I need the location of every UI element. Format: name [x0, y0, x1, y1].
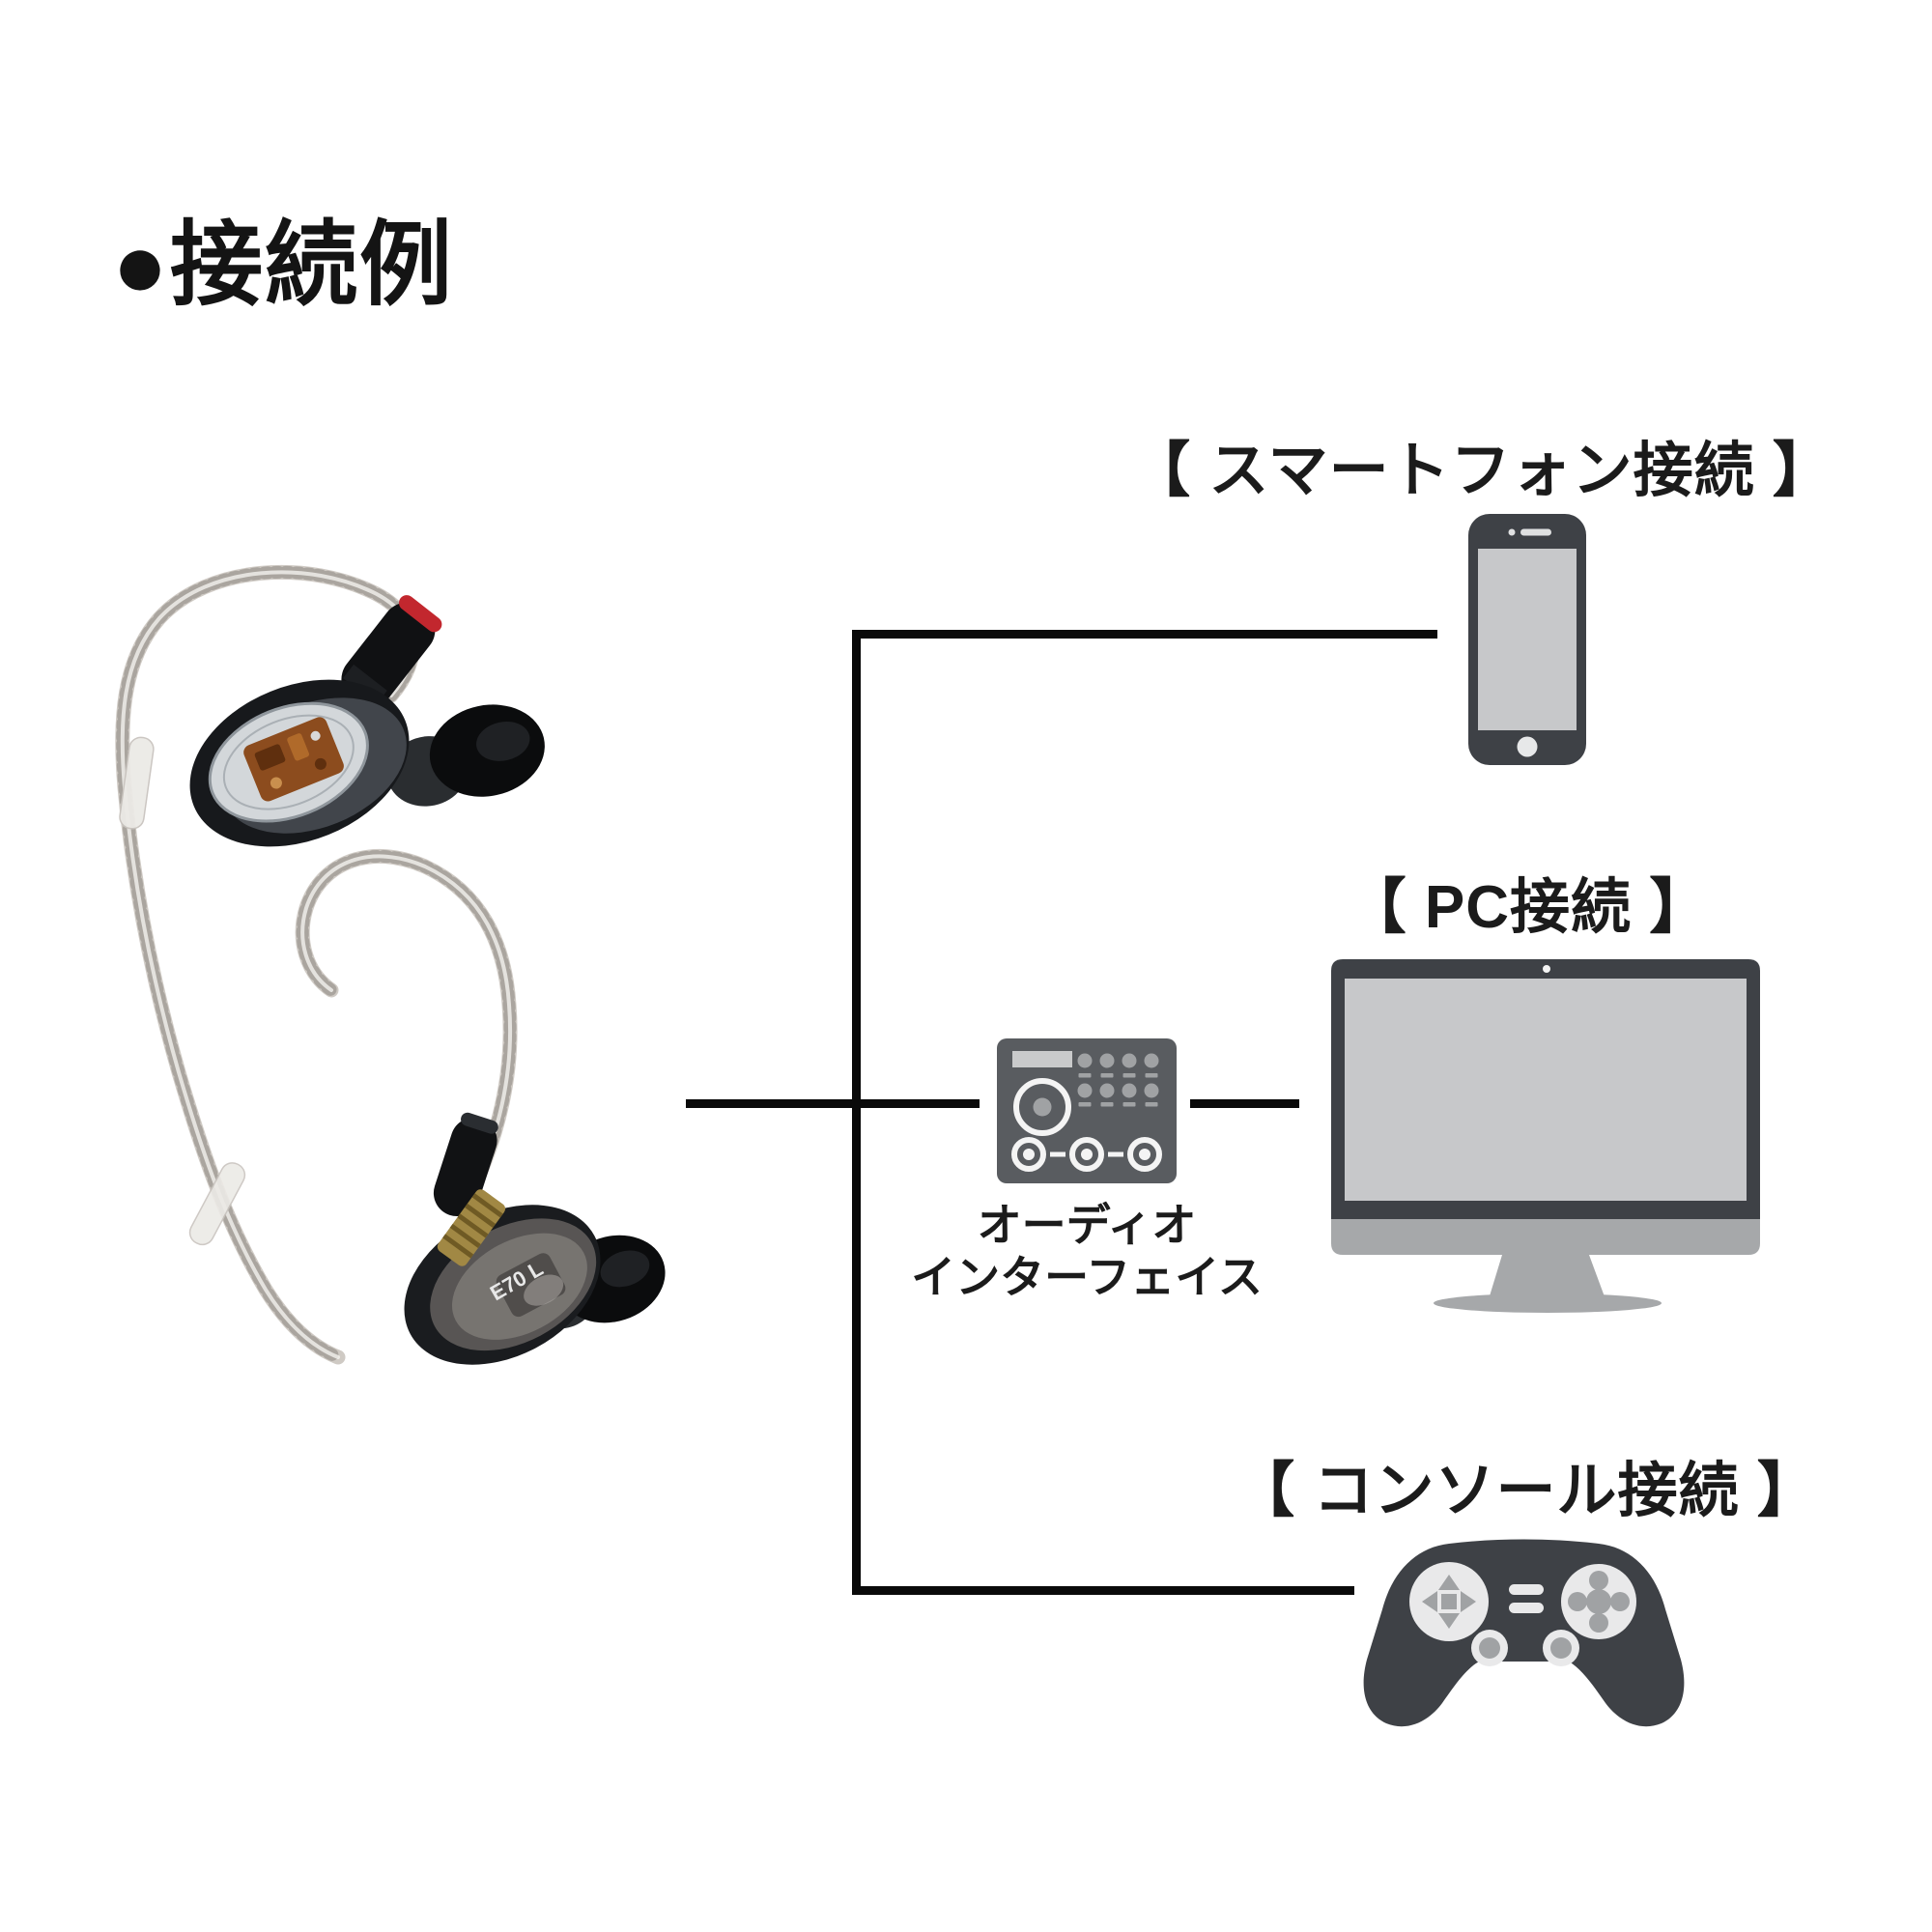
- pc-monitor-icon: [1331, 959, 1760, 1313]
- page-title: ●接続例: [112, 213, 454, 317]
- line-from-earphones: [686, 1099, 980, 1108]
- smartphone-icon: [1468, 514, 1586, 765]
- audio-interface-label-line2: インターフェイス: [911, 1252, 1263, 1302]
- smartphone-section-label: 【 スマートフォン接続 】: [1130, 438, 1833, 504]
- pc-section-label: 【 PC接続 】: [1346, 874, 1711, 941]
- line-interface-to-pc: [1190, 1099, 1299, 1108]
- line-to-smartphone: [852, 630, 1437, 639]
- audio-interface-label: オーディオ インターフェイス: [911, 1199, 1263, 1303]
- audio-interface-label-line1: オーディオ: [977, 1200, 1197, 1250]
- line-vertical-bus: [852, 630, 861, 1595]
- earphones-photo: E70 L: [115, 564, 666, 1365]
- line-to-console: [852, 1586, 1354, 1595]
- console-section-label: 【 コンソール接続 】: [1235, 1458, 1818, 1524]
- audio-interface-icon: [997, 1038, 1177, 1183]
- gamepad-icon: [1363, 1539, 1685, 1727]
